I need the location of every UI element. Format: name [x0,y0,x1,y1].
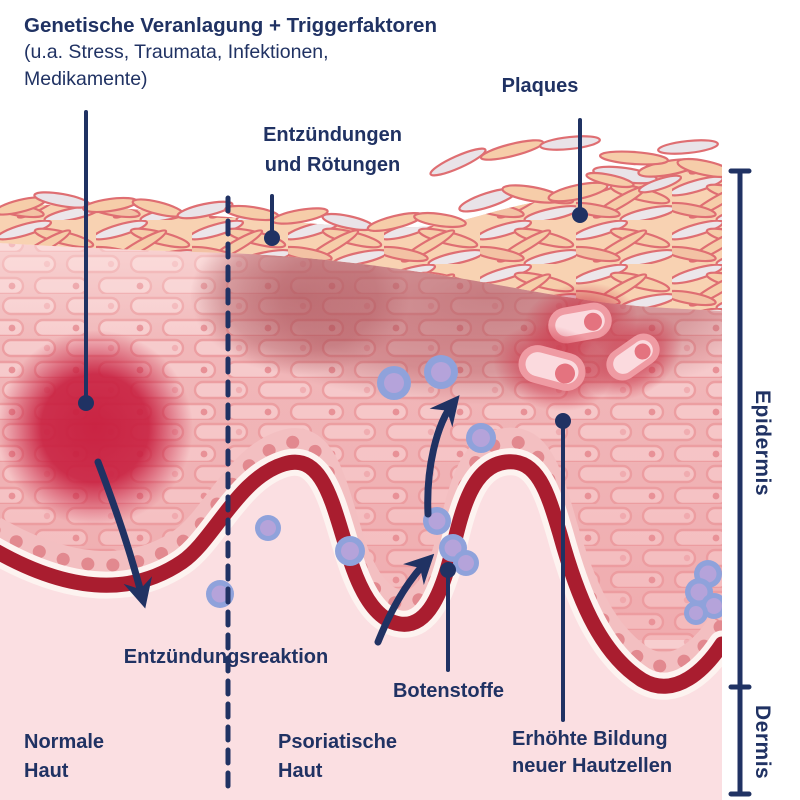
messenger-up-arrow-2-icon [424,395,460,518]
new-cells-line2: neuer Hautzellen [512,755,673,777]
inflammation-reaction-arrow-icon [94,458,153,609]
plaques-label: Plaques [501,75,579,97]
pointer-dots [78,207,588,578]
inflammation-line1: Entzündungen [263,124,402,146]
inflammation-label: Entzündungen und Rötungen [235,120,430,180]
genetic-trigger-line3: Medikamente) [24,68,148,90]
epidermis-dermis-bracket [728,168,752,797]
dermis-layer-label: Dermis [751,705,774,780]
epidermis-layer-label: Epidermis [751,390,774,497]
normal-skin-line2: Haut [24,760,69,782]
new-cells-line1: Erhöhte Bildung [512,728,668,750]
basement-membrane [0,448,722,700]
inflammation-blob [0,330,193,526]
psoriatic-skin-label: Psoriatische Haut [278,728,397,786]
genetic-trigger-line1: Genetische Veranlagung + Triggerfaktoren [24,14,437,37]
normal-skin-label: Normale Haut [24,728,104,786]
normal-skin-line1: Normale [24,731,105,753]
new-cells-label: Erhöhte Bildung neuer Hautzellen [512,726,732,780]
loose-skin-flakes [429,135,719,194]
reaction-label: Entzündungsreaktion [123,646,329,668]
genetic-trigger-label: Genetische Veranlagung + Triggerfaktoren… [24,12,474,93]
psoriatic-skin-line2: Haut [278,760,323,782]
psoriatic-skin-line1: Psoriatische [278,731,397,753]
stratum-corneum [0,157,722,311]
messenger-up-arrow-icon [374,553,435,646]
genetic-trigger-line2: (u.a. Stress, Traumata, Infektionen, [24,41,329,63]
inflammation-line2: und Rötungen [264,154,401,176]
new-skin-cells [493,282,683,412]
messengers-label: Botenstoffe [392,680,505,702]
